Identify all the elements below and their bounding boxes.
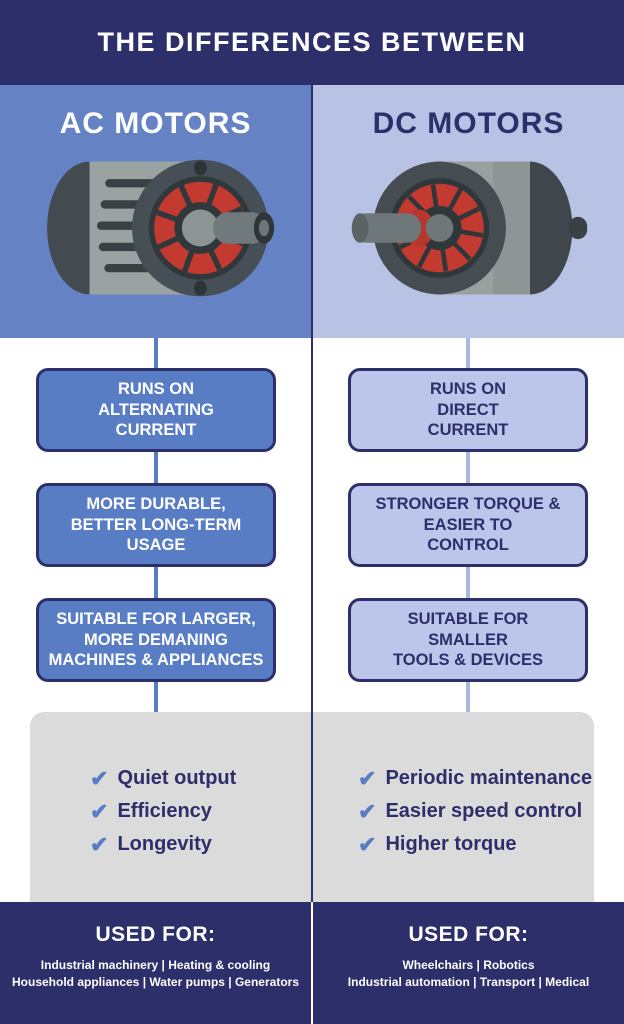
facts-section: RUNS ON ALTERNATING CURRENT MORE DURABLE… xyxy=(0,338,624,712)
ac-motor-illustration xyxy=(46,159,274,297)
ac-column-header: AC MOTORS xyxy=(0,85,311,338)
dc-used-for: USED FOR: Wheelchairs | Robotics Industr… xyxy=(313,902,624,1024)
list-item: ✔ Periodic maintenance xyxy=(358,766,624,790)
check-icon: ✔ xyxy=(90,832,109,857)
ac-fact-box-1: RUNS ON ALTERNATING CURRENT xyxy=(36,368,276,452)
dc-column-header: DC MOTORS xyxy=(313,85,624,338)
dc-fact-box-1: RUNS ON DIRECT CURRENT xyxy=(348,368,588,452)
used-for-heading: USED FOR: xyxy=(408,923,529,946)
benefit-label: Longevity xyxy=(117,833,212,855)
header-banner: THE DIFFERENCES BETWEEN xyxy=(0,0,624,85)
footer-banner: USED FOR: Industrial machinery | Heating… xyxy=(0,902,624,1024)
list-item: ✔ Longevity xyxy=(90,832,312,856)
list-item: ✔ Easier speed control xyxy=(358,799,624,823)
used-for-items: Wheelchairs | Robotics Industrial automa… xyxy=(347,958,590,989)
dc-title: DC MOTORS xyxy=(372,107,565,140)
check-icon: ✔ xyxy=(90,766,109,791)
list-item: ✔ Quiet output xyxy=(90,766,312,790)
benefit-label: Higher torque xyxy=(385,833,517,855)
ac-fact-box-3: SUITABLE FOR LARGER, MORE DEMANING MACHI… xyxy=(36,598,276,682)
benefit-label: Quiet output xyxy=(117,767,237,789)
used-for-heading: USED FOR: xyxy=(95,923,216,946)
check-icon: ✔ xyxy=(358,799,377,824)
column-divider-line xyxy=(311,85,313,338)
column-divider-line xyxy=(311,902,313,1024)
check-icon: ✔ xyxy=(90,799,109,824)
benefit-label: Efficiency xyxy=(117,800,212,822)
benefits-section: ✔ Quiet output ✔ Efficiency ✔ Longevity … xyxy=(0,712,624,902)
ac-benefit-list: ✔ Quiet output ✔ Efficiency ✔ Longevity xyxy=(0,766,312,865)
page-title: THE DIFFERENCES BETWEEN xyxy=(97,27,527,57)
ac-title: AC MOTORS xyxy=(59,107,252,140)
ac-used-for: USED FOR: Industrial machinery | Heating… xyxy=(0,902,311,1024)
dc-fact-box-2: STRONGER TORQUE & EASIER TO CONTROL xyxy=(348,483,588,567)
benefit-label: Easier speed control xyxy=(385,800,583,822)
motors-band: AC MOTORS xyxy=(0,85,624,338)
list-item: ✔ Efficiency xyxy=(90,799,312,823)
ac-fact-box-2: MORE DURABLE, BETTER LONG-TERM USAGE xyxy=(36,483,276,567)
dc-benefit-list: ✔ Periodic maintenance ✔ Easier speed co… xyxy=(312,766,624,865)
check-icon: ✔ xyxy=(358,832,377,857)
used-for-items: Industrial machinery | Heating & cooling… xyxy=(12,958,299,989)
benefit-label: Periodic maintenance xyxy=(385,767,593,789)
dc-fact-box-3: SUITABLE FOR SMALLER TOOLS & DEVICES xyxy=(348,598,588,682)
check-icon: ✔ xyxy=(358,766,377,791)
column-divider-line xyxy=(311,338,313,712)
column-divider-line xyxy=(311,712,313,902)
list-item: ✔ Higher torque xyxy=(358,832,624,856)
dc-motor-illustration xyxy=(351,161,587,295)
